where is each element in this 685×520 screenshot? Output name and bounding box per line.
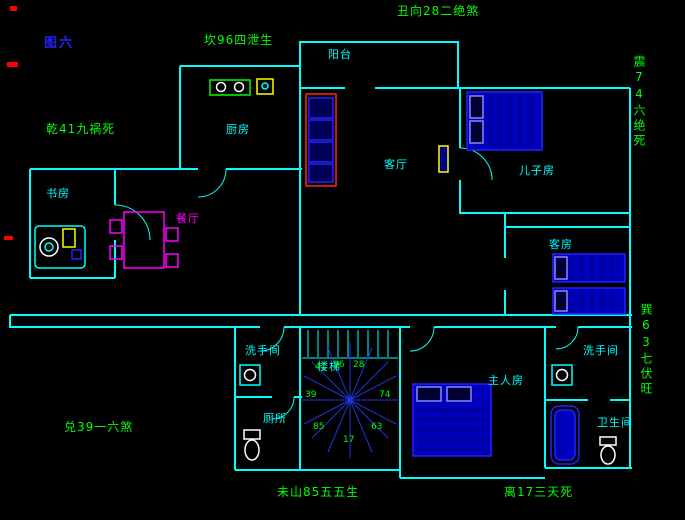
room-label-master-room: 主人房 <box>488 374 524 387</box>
compass-rays <box>302 342 398 458</box>
room-label-son-room: 儿子房 <box>519 164 555 177</box>
room-label-balcony: 阳台 <box>328 48 352 61</box>
kitchen-sink <box>256 78 274 95</box>
compass-number-west: 39 <box>305 390 317 400</box>
room-label-bathroom-corner: 卫生间 <box>597 416 633 429</box>
walls <box>9 41 632 479</box>
compass-number-south: 17 <box>343 435 355 445</box>
room-label-toilet: 厕所 <box>263 412 287 425</box>
toilet-fixture-right <box>599 436 617 465</box>
compass-number-east: 74 <box>379 390 391 400</box>
compass-number-north-b: 28 <box>353 360 365 370</box>
washbasin-left <box>239 364 261 386</box>
red-mark <box>7 62 18 67</box>
fengshui-label-top-left: 坎96四泄生 <box>204 33 274 47</box>
room-label-stairs: 楼梯 <box>317 360 341 373</box>
fengshui-label-bottom-center: 未山85五五生 <box>277 485 360 499</box>
beds-guest-room <box>552 253 626 315</box>
stairs-steps <box>302 330 398 359</box>
compass-number-southwest: 85 <box>313 422 325 432</box>
fengshui-label-bottom-left: 兑39一六煞 <box>64 420 134 434</box>
room-label-bathroom-right: 洗手间 <box>583 344 619 357</box>
red-mark <box>10 6 17 11</box>
study-desk <box>34 225 86 269</box>
door-arcs <box>114 147 579 420</box>
fengshui-label-right-lower: 巽63七伏旺 <box>639 303 653 397</box>
room-label-dining-room: 餐厅 <box>176 212 200 225</box>
room-label-kitchen: 厨房 <box>226 123 250 136</box>
bathtub <box>550 405 580 465</box>
red-mark <box>4 236 13 240</box>
bed-master-room <box>412 383 492 457</box>
fengshui-label-top: 丑向28二绝煞 <box>397 4 480 18</box>
compass-number-northwest: 41 <box>315 362 327 372</box>
dining-table <box>109 211 179 269</box>
toilet-fixture-left <box>243 429 261 461</box>
compass-number-north-a: 96 <box>333 360 345 370</box>
figure-label: 图六 <box>44 36 75 51</box>
fengshui-label-bottom-right: 离17三天死 <box>504 485 574 499</box>
room-label-living-room: 客厅 <box>384 158 408 171</box>
washbasin-right <box>551 364 573 386</box>
sofa <box>305 93 337 187</box>
compass-number-southeast: 63 <box>371 422 383 432</box>
room-label-guest-room: 客房 <box>549 238 573 251</box>
fengshui-label-left: 乾41九祸死 <box>46 122 116 136</box>
bed-son-room <box>466 91 543 151</box>
room-label-study: 书房 <box>46 187 70 200</box>
room-label-bathroom-left: 洗手间 <box>245 344 281 357</box>
stove <box>209 79 251 96</box>
fengshui-label-right-upper: 震74六绝死 <box>632 55 646 149</box>
tv <box>438 145 449 173</box>
